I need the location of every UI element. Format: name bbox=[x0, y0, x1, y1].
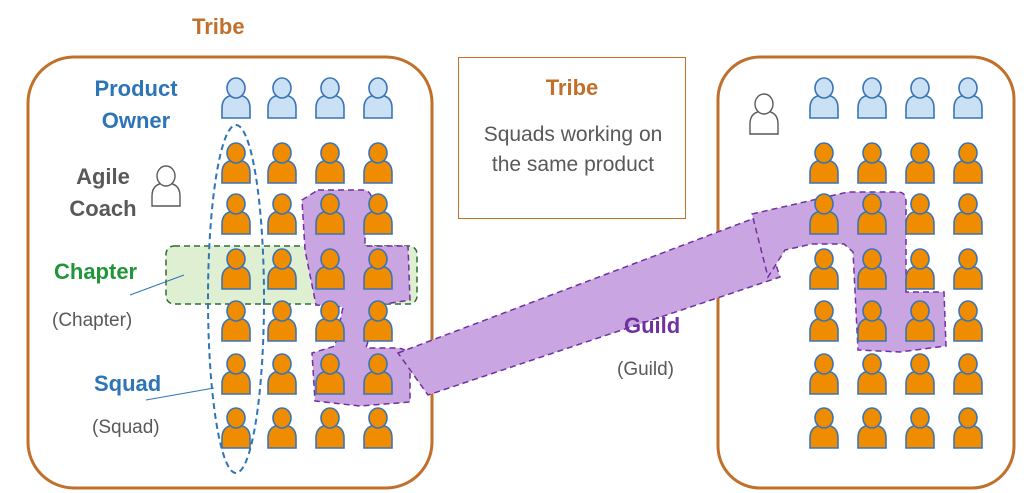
chapter-sublabel: (Chapter) bbox=[52, 310, 133, 331]
person-icon bbox=[857, 193, 887, 235]
person-icon bbox=[363, 142, 393, 184]
squad-pointer bbox=[145, 387, 215, 401]
person-icon bbox=[953, 407, 983, 449]
person-icon bbox=[221, 248, 251, 290]
person-icon bbox=[267, 300, 297, 342]
person-icon bbox=[953, 77, 983, 119]
person-icon bbox=[363, 77, 393, 119]
guild-left-shape bbox=[301, 189, 411, 407]
person-icon bbox=[267, 407, 297, 449]
person-icon bbox=[267, 193, 297, 235]
person-icon bbox=[315, 248, 345, 290]
person-icon bbox=[315, 77, 345, 119]
product-owner-label: Product Owner bbox=[76, 73, 196, 137]
person-icon bbox=[363, 353, 393, 395]
person-outline-icon bbox=[749, 93, 779, 135]
agile-coach-label: Agile Coach bbox=[58, 161, 148, 225]
person-icon bbox=[267, 142, 297, 184]
guild-bridge bbox=[396, 215, 781, 396]
person-icon bbox=[953, 248, 983, 290]
agile-coach-line-1: Agile bbox=[76, 164, 130, 189]
agile-coach-line-2: Coach bbox=[69, 196, 137, 221]
squad-label: Squad bbox=[94, 371, 162, 396]
person-icon bbox=[221, 193, 251, 235]
person-icon bbox=[267, 248, 297, 290]
squad-ellipse bbox=[207, 124, 265, 474]
person-icon bbox=[221, 77, 251, 119]
person-icon bbox=[953, 193, 983, 235]
person-icon bbox=[905, 353, 935, 395]
tribe-title: Tribe bbox=[192, 14, 245, 39]
guild-right-shape bbox=[751, 191, 947, 353]
person-icon bbox=[857, 77, 887, 119]
legend-description: Squads working on the same product bbox=[483, 123, 663, 176]
person-icon bbox=[905, 248, 935, 290]
person-icon bbox=[363, 407, 393, 449]
guild-sublabel: (Guild) bbox=[617, 359, 675, 380]
person-icon bbox=[809, 353, 839, 395]
person-icon bbox=[315, 142, 345, 184]
person-icon bbox=[953, 300, 983, 342]
person-icon bbox=[809, 142, 839, 184]
person-icon bbox=[809, 77, 839, 119]
legend-title: Tribe bbox=[545, 75, 599, 100]
person-icon bbox=[905, 193, 935, 235]
person-icon bbox=[267, 353, 297, 395]
person-icon bbox=[857, 248, 887, 290]
person-icon bbox=[809, 193, 839, 235]
person-icon bbox=[857, 142, 887, 184]
person-icon bbox=[809, 300, 839, 342]
person-icon bbox=[315, 300, 345, 342]
person-icon bbox=[857, 407, 887, 449]
person-outline-icon bbox=[151, 165, 181, 207]
person-icon bbox=[905, 407, 935, 449]
person-icon bbox=[953, 142, 983, 184]
guild-label: Guild bbox=[624, 313, 681, 338]
person-icon bbox=[221, 353, 251, 395]
person-icon bbox=[363, 248, 393, 290]
person-icon bbox=[315, 353, 345, 395]
chapter-label: Chapter bbox=[54, 259, 138, 284]
product-owner-line-2: Owner bbox=[101, 108, 171, 133]
person-icon bbox=[221, 300, 251, 342]
person-icon bbox=[315, 193, 345, 235]
person-icon bbox=[267, 77, 297, 119]
person-icon bbox=[905, 300, 935, 342]
person-icon bbox=[363, 300, 393, 342]
person-icon bbox=[809, 407, 839, 449]
person-icon bbox=[905, 77, 935, 119]
legend-box: Tribe Squads working on the same product bbox=[458, 57, 686, 219]
person-icon bbox=[363, 193, 393, 235]
person-icon bbox=[857, 300, 887, 342]
product-owner-line-1: Product bbox=[94, 76, 178, 101]
person-icon bbox=[221, 142, 251, 184]
person-icon bbox=[953, 353, 983, 395]
squad-sublabel: (Squad) bbox=[92, 417, 160, 438]
person-icon bbox=[905, 142, 935, 184]
person-icon bbox=[857, 353, 887, 395]
person-icon bbox=[221, 407, 251, 449]
person-icon bbox=[315, 407, 345, 449]
chapter-pointer bbox=[129, 274, 185, 296]
person-icon bbox=[809, 248, 839, 290]
